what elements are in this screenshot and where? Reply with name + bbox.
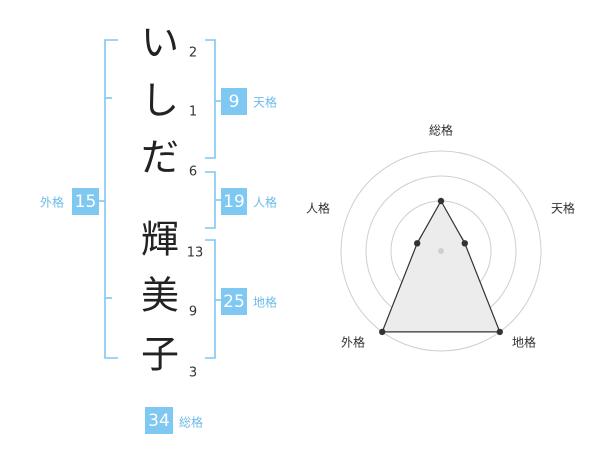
name-char: 輝 [141,218,179,262]
stroke-count: 2 [189,46,197,61]
name-char: 美 [141,274,179,318]
tenkaku-label: 天格 [253,95,277,110]
tenkaku-bracket [205,39,216,159]
radar-axis-labels: 総格 天格 地格 外格 人格 [306,123,575,350]
jinkaku-value: 19 [223,192,245,212]
radar-center-dot [438,248,444,254]
radar-label-chikaku: 地格 [512,335,536,350]
stroke-count: 1 [189,105,197,120]
chikaku-label: 地格 [253,295,277,310]
soukaku-value: 34 [148,411,170,431]
name-char: 子 [141,333,179,377]
radar-label-gaikaku: 外格 [341,335,365,350]
stroke-count: 13 [187,246,204,261]
soukaku-badge: 34 総格 [145,407,203,434]
radar-points [379,197,503,336]
tenkaku-badge: 9 天格 [221,88,277,115]
stroke-count: 6 [189,165,197,180]
radar-label-soukaku: 総格 [429,123,453,138]
radar-point-0 [437,197,445,205]
radar-ring [340,150,542,352]
tenkaku-value: 9 [229,92,240,112]
stroke-count: 3 [189,366,197,381]
soukaku-badge-box [145,407,173,434]
jinkaku-badge: 19 人格 [221,188,277,215]
gaikaku-label: 外格 [40,195,64,210]
jinkaku-badge-box [221,188,247,215]
radar-label-jinkaku: 人格 [306,201,330,216]
chikaku-badge: 25 地格 [221,288,277,315]
stroke-count: 9 [189,305,197,320]
chikaku-badge-box [221,288,247,315]
radar-point-2 [496,328,503,336]
name-char: だ [141,136,179,180]
gaikaku-badge-box [72,188,99,215]
radar-point-4 [414,240,421,247]
name-char: い [141,21,179,65]
jinkaku-bracket [205,171,216,229]
tenkaku-badge-box [221,88,247,115]
radar-point-1 [461,240,468,247]
chikaku-bracket [205,239,216,359]
soukaku-label: 総格 [179,415,203,430]
jinkaku-label: 人格 [253,195,277,210]
radar-value-polygon [381,199,501,333]
gaikaku-value: 15 [75,192,97,212]
gaikaku-badge: 外格 15 [40,188,99,215]
name-char: し [141,79,179,123]
name-column: い 2 し 1 だ 6 輝 13 美 9 子 3 [141,21,203,381]
gaikaku-bracket [104,39,118,359]
radar-label-tenkaku: 天格 [551,201,575,216]
radar-chart: 総格 天格 地格 外格 人格 [306,123,575,352]
chikaku-value: 25 [223,292,245,312]
radar-point-3 [379,328,386,336]
